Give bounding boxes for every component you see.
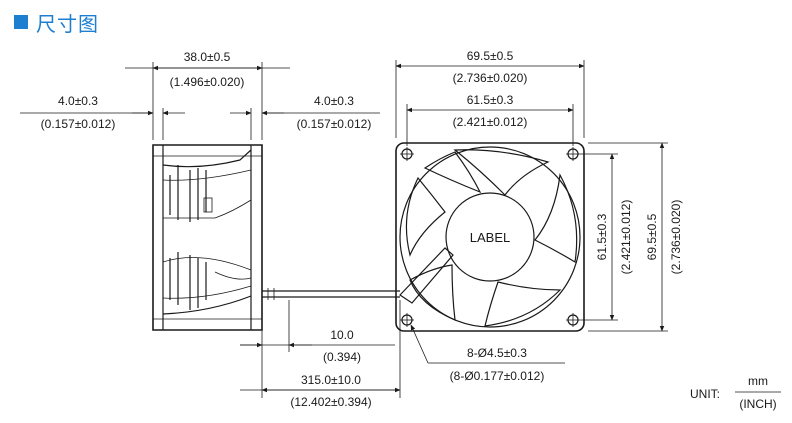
holes-mm: 8-Ø4.5±0.3	[467, 346, 527, 360]
front-hole-pitch-inch: (2.421±0.012)	[453, 115, 528, 129]
unit-inch: (INCH)	[739, 397, 776, 411]
wire-strip-inch: (0.394)	[323, 350, 361, 364]
front-height-inch: (2.736±0.020)	[669, 200, 683, 275]
side-lower-blades	[162, 252, 252, 315]
front-width-inch: (2.736±0.020)	[453, 71, 528, 85]
hub-label: LABEL	[470, 230, 510, 245]
wire-channel	[399, 247, 454, 304]
unit-mm: mm	[748, 374, 768, 388]
wire-length-mm: 315.0±10.0	[301, 373, 361, 387]
front-height-mm: 69.5±0.5	[645, 213, 659, 260]
left-flange-inch: (0.157±0.012)	[41, 117, 116, 131]
front-width-mm: 69.5±0.5	[467, 49, 514, 63]
front-frame	[395, 142, 585, 332]
holes-inch: (8-Ø0.177±0.012)	[450, 369, 545, 383]
unit-legend: UNIT: mm (INCH)	[690, 374, 781, 411]
fan-hub	[445, 192, 535, 282]
section-header: 尺寸图	[14, 8, 99, 36]
side-view: 38.0±0.5 (1.496±0.020) 4.0±0.3 (0.157±0.…	[20, 50, 401, 409]
front-hole-pitch-v-inch: (2.421±0.012)	[619, 200, 633, 275]
left-flange-mm: 4.0±0.3	[58, 94, 98, 108]
side-width-mm: 38.0±0.5	[184, 50, 231, 64]
fan-blades	[405, 149, 578, 327]
lead-wires	[262, 288, 400, 300]
side-view-body	[152, 144, 263, 331]
mounting-holes	[400, 147, 580, 327]
section-marker-square	[14, 15, 28, 29]
unit-prefix: UNIT:	[690, 387, 720, 401]
front-venturi	[399, 146, 581, 328]
side-upper-blades	[162, 149, 252, 222]
wire-length-inch: (12.402±0.394)	[290, 395, 371, 409]
right-flange-inch: (0.157±0.012)	[297, 117, 372, 131]
right-flange-mm: 4.0±0.3	[314, 94, 354, 108]
side-width-inch: (1.496±0.020)	[170, 75, 245, 89]
wire-strip-mm: 10.0	[330, 328, 354, 342]
front-hole-pitch-mm: 61.5±0.3	[467, 93, 514, 107]
front-hole-pitch-v-mm: 61.5±0.3	[595, 213, 609, 260]
section-title: 尺寸图	[36, 11, 99, 36]
front-view: LABEL 69.5±0.5 (2.736±0.020) 61.5±0.3 (2…	[395, 49, 683, 383]
